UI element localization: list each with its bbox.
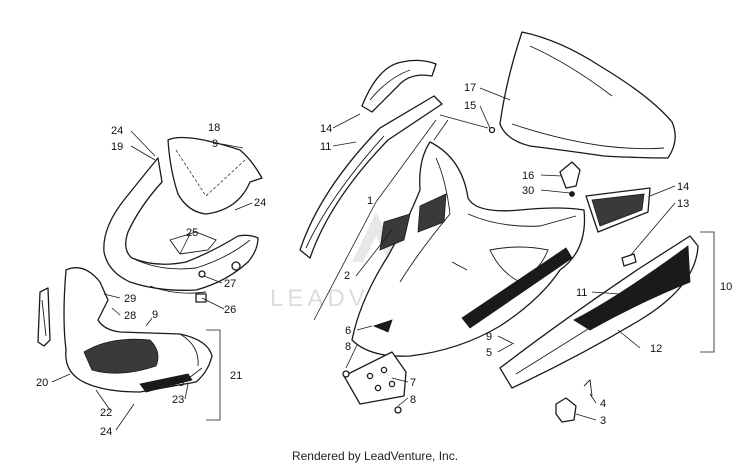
callout-17: 17 [464, 82, 476, 94]
callout-19: 19 [111, 141, 123, 153]
callout-14: 14 [320, 123, 332, 135]
left-lower-pan [63, 267, 213, 393]
callout-22: 22 [100, 407, 112, 419]
left-hood-shell [103, 157, 259, 303]
callout-25: 25 [186, 227, 198, 239]
footer-credit: Rendered by LeadVenture, Inc. [291, 449, 459, 463]
callout-23: 23 [172, 394, 184, 406]
callout-labels: 24 19 18 9 24 25 27 26 29 28 9 21 20 25 … [36, 82, 732, 438]
side-bracket [555, 379, 593, 423]
hood-side-rail [299, 95, 443, 259]
callout-14: 14 [677, 181, 689, 193]
center-hood [351, 141, 586, 357]
right-side-panel [499, 235, 699, 389]
leader-lines [51, 87, 715, 431]
vent-panel [585, 187, 651, 233]
callout-10: 10 [720, 281, 732, 293]
left-windshield [167, 136, 263, 215]
callout-11: 11 [576, 287, 587, 299]
callout-9: 9 [212, 138, 218, 150]
callout-1: 1 [367, 195, 373, 207]
callout-16: 16 [522, 170, 534, 182]
callout-8: 8 [345, 341, 351, 353]
callout-5: 5 [486, 347, 492, 359]
callout-24: 24 [100, 426, 112, 438]
hood-top-trim [361, 59, 437, 113]
callout-28: 28 [124, 310, 136, 322]
callout-27: 27 [224, 278, 236, 290]
callout-26: 26 [224, 304, 236, 316]
callout-6: 6 [345, 325, 351, 337]
callout-8: 8 [410, 394, 416, 406]
callout-25: 25 [172, 377, 184, 389]
watermark-logo [352, 212, 400, 262]
callout-9: 9 [486, 331, 492, 343]
left-trim-strip [37, 287, 51, 347]
callout-7: 7 [410, 377, 416, 389]
callout-29: 29 [124, 293, 136, 305]
windshield-bracket [559, 161, 581, 197]
windshield [488, 31, 676, 159]
callout-2: 2 [344, 270, 350, 282]
callout-4: 4 [600, 398, 606, 410]
callout-3: 3 [600, 415, 606, 427]
callout-18: 18 [208, 122, 220, 134]
callout-12: 12 [650, 343, 662, 355]
headlight-bracket [342, 351, 407, 414]
callout-13: 13 [677, 198, 689, 210]
callout-24: 24 [254, 197, 266, 209]
callout-24: 24 [111, 125, 123, 137]
callout-9: 9 [152, 309, 158, 321]
callout-21: 21 [230, 370, 242, 382]
callout-20: 20 [36, 377, 48, 389]
callout-30: 30 [522, 185, 534, 197]
callout-11: 11 [320, 141, 331, 153]
callout-15: 15 [464, 100, 476, 112]
